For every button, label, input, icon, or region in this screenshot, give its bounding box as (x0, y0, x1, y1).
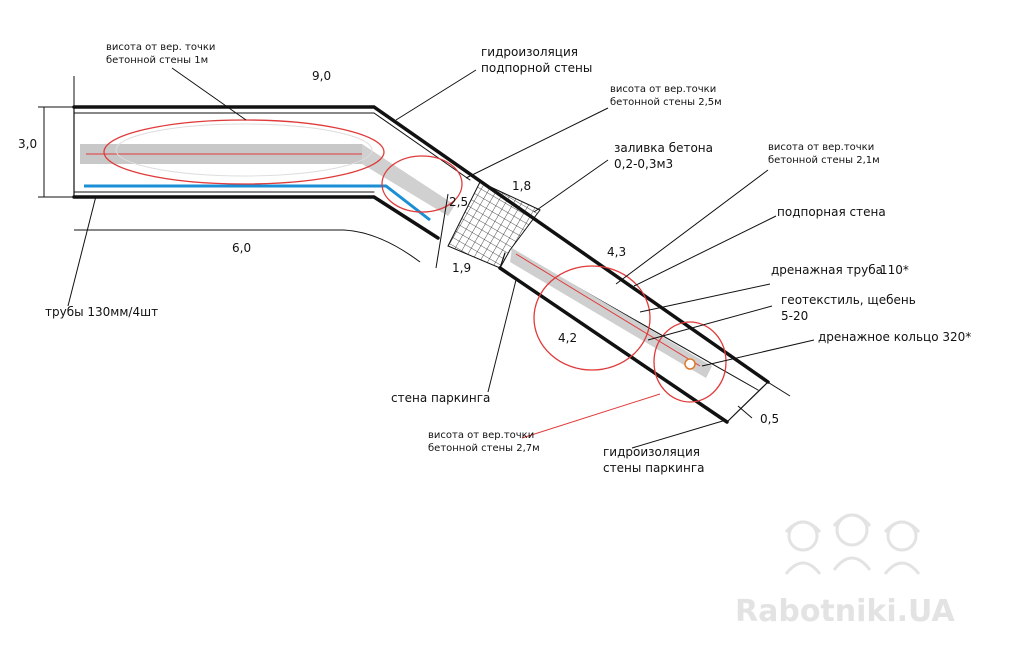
waterproof-retaining-label: гидроизоляция подпорной стены (481, 45, 592, 75)
bottom-length-label: 6,0 (232, 241, 251, 255)
height-27m-ellipse (533, 265, 651, 371)
height-note-1: висота от вер. точки бетонной стены 1м (106, 42, 219, 66)
bottom-dimension-line (74, 229, 421, 263)
watermark-text: Rabotniki.UA (735, 594, 955, 629)
drain-ring-label: дренажное кольцо 320* (818, 330, 971, 344)
diag-mid-label: 2,5 (449, 195, 468, 209)
height-note-21: висота от вер.точки бетонной стены 2,1м (768, 142, 880, 166)
height-dimension (38, 106, 74, 198)
waterproof-parking-label: гидроизоляция стены паркинга (603, 445, 704, 475)
three-workers-helmet-icon (784, 513, 921, 575)
pour-top-label: 1,8 (512, 179, 531, 193)
pipes-label: трубы 130мм/4шт (45, 305, 158, 319)
drain-ring-marker (684, 358, 696, 370)
height-1m-ellipse (103, 119, 385, 185)
geotextile-label: геотекстиль, щебень 5-20 (781, 293, 920, 323)
wall-lower-line (498, 266, 729, 424)
drain-ring-ellipse (653, 321, 727, 403)
wall-right-edge (726, 381, 769, 423)
concrete-pour-label: заливка бетона 0,2-0,3м3 (614, 141, 717, 171)
top-length-label: 9,0 (312, 69, 331, 83)
highlight-ellipses (103, 119, 727, 403)
gray-ellipse (115, 123, 373, 177)
drain-pipe-size: 110* (880, 263, 909, 277)
concrete-pour-zone (447, 181, 541, 269)
wall-outer-top-line (72, 105, 770, 384)
drain-pipe-blue (84, 184, 431, 222)
wall-outline (72, 105, 770, 424)
pipes-bar-lower (510, 248, 712, 378)
height-note-27: висота от вер.точки бетонной стены 2,7м (428, 430, 540, 454)
wall-diag-inner-thin (373, 112, 471, 181)
pipes-bar-lower-line (515, 253, 701, 367)
drain-pipe-label: дренажная труба (771, 263, 883, 277)
watermark: Rabotniki.UA (735, 513, 955, 629)
parking-wall-label: стена паркинга (391, 391, 490, 405)
height-25m-ellipse (381, 155, 463, 213)
retaining-wall-label: подпорная стена (777, 205, 886, 219)
slope-top-label: 4,3 (607, 245, 626, 259)
height-note-25: висота от вер.точки бетонной стены 2,5м (610, 84, 722, 108)
height-left-label: 3,0 (18, 137, 37, 151)
slope-bottom-label: 4,2 (558, 331, 577, 345)
red-leader-line (521, 393, 661, 439)
pour-bottom-label: 1,9 (452, 261, 471, 275)
pipes-bar-diag (362, 144, 455, 216)
wall-outer-bottom-line (72, 195, 440, 240)
width-end-label: 0,5 (760, 412, 779, 426)
leader-lines (67, 67, 815, 449)
